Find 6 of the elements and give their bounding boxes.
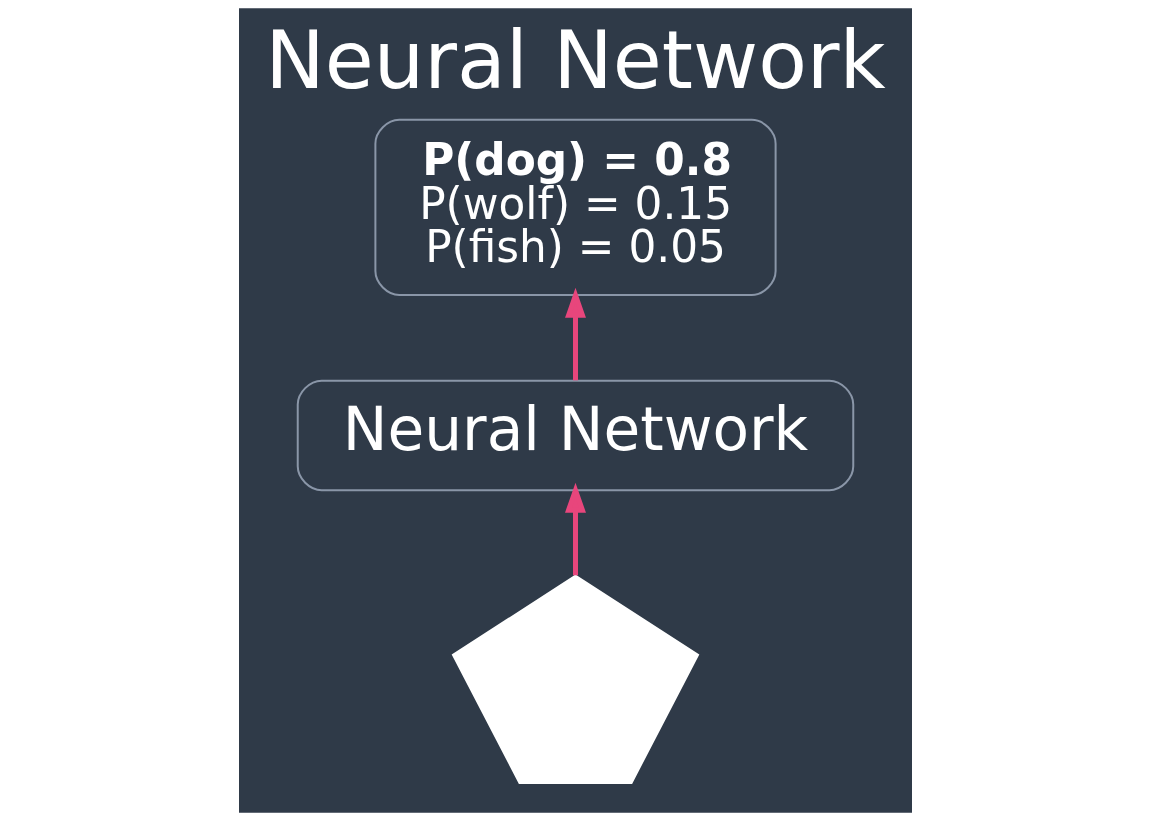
node-box: Neural Network [296,379,854,492]
node-picture [451,574,699,784]
arrow [564,482,586,576]
arrow [564,287,586,381]
diagram-title: Neural Network [264,13,886,107]
node-box: P(dog) = 0.8 P(wolf) = 0.15 P(fish) = 0.05 [373,118,777,296]
